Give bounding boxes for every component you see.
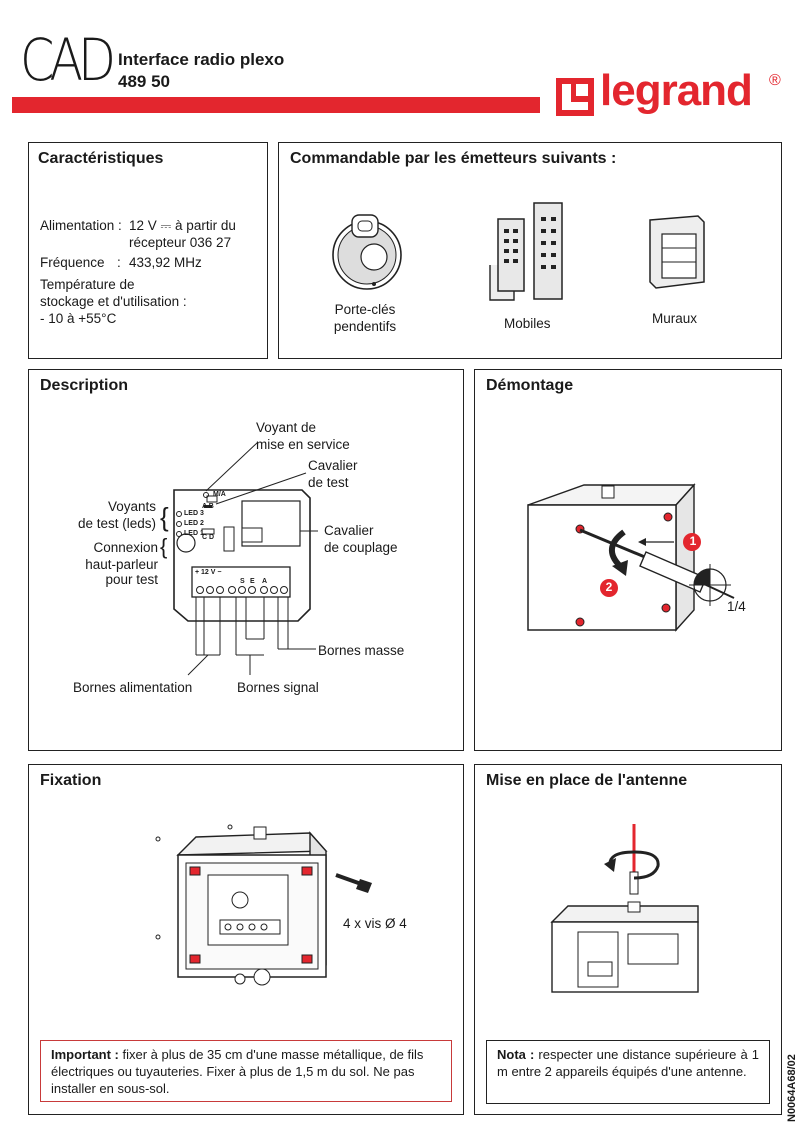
registered-mark: ® [769, 72, 781, 89]
legrand-logo-text: legrand [600, 66, 753, 115]
screws-label: 4 x vis Ø 4 [343, 916, 407, 931]
demontage-panel [474, 369, 782, 751]
document-code: N0064A68/02 [786, 1054, 798, 1122]
board-label-a: A [262, 578, 268, 585]
frequency-label: Fréquence [40, 255, 105, 270]
wall-label: Muraux [652, 311, 698, 326]
connexion-label-2: haut-parleur [85, 557, 158, 572]
frequency-value: 433,92 MHz [129, 255, 202, 270]
important-notice: Important : fixer à plus de 35 cm d'une … [40, 1040, 452, 1102]
keychain-label-1: Porte-clés [334, 302, 396, 317]
header-red-bar [12, 97, 540, 113]
demontage-title: Démontage [486, 377, 574, 394]
keychain-label-2: pendentifs [333, 319, 397, 334]
circuit-board-diagram [173, 441, 318, 676]
legrand-logo-mark [556, 78, 594, 116]
quarter-turn-label: 1/4 [727, 599, 746, 614]
bornes-alim-label: Bornes alimentation [73, 680, 193, 695]
connexion-label-1: Connexion [93, 540, 158, 555]
cavalier-coupl-label-2: de couplage [324, 540, 398, 555]
description-panel [28, 369, 464, 751]
voyant-label-2: mise en service [256, 437, 350, 452]
characteristics-title: Caractéristiques [38, 150, 164, 167]
antenna-illustration [550, 824, 699, 993]
nota-notice: Nota : respecter une distance supérieure… [486, 1040, 770, 1104]
board-label-12v: + 12 V − [195, 569, 222, 576]
product-reference: 489 50 [118, 72, 170, 91]
board-label-s: S [240, 578, 245, 585]
power-label: Alimentation : [40, 218, 122, 233]
power-value-1: 12 V ⎓ à partir du [129, 218, 236, 233]
board-label-ab: A B [202, 503, 214, 510]
antenna-title: Mise en place de l'antenne [486, 772, 688, 789]
fixation-illustration [155, 824, 372, 986]
description-title: Description [40, 377, 129, 394]
cad-logo-text: CAD [20, 26, 116, 94]
power-value-2: récepteur 036 27 [129, 235, 232, 250]
voyants-test-label-2: de test (leds) [77, 516, 156, 531]
board-label-e: E [250, 578, 255, 585]
characteristics-panel [28, 142, 268, 359]
board-label-led1: LED 1 [184, 530, 204, 537]
cavalier-test-label-2: de test [308, 475, 349, 490]
step-badge-2: 2 [605, 580, 613, 594]
temp-line-1: Température de [40, 277, 135, 292]
mobile-remote-illustration [489, 202, 563, 301]
product-name: Interface radio plexo [118, 50, 285, 69]
fixation-title: Fixation [40, 772, 102, 789]
board-label-led2: LED 2 [184, 520, 204, 527]
legrand-logo: legrand ® [556, 66, 796, 124]
voyant-label-1: Voyant de [256, 420, 317, 435]
demontage-illustration [527, 483, 735, 632]
voyants-brace: { [160, 502, 169, 532]
transmitters-title: Commandable par les émetteurs suivants : [290, 150, 617, 167]
step-badge-1: 1 [689, 534, 697, 548]
bornes-signal-label: Bornes signal [237, 680, 319, 695]
mobile-label: Mobiles [504, 316, 551, 331]
frequency-sep: : [117, 255, 121, 270]
temp-line-3: - 10 à +55°C [40, 311, 117, 326]
cavalier-coupl-label-1: Cavalier [324, 523, 374, 538]
connexion-brace: { [160, 534, 168, 559]
connexion-label-3: pour test [105, 572, 158, 587]
cad-logo: CAD [20, 26, 116, 100]
antenna-panel [474, 764, 782, 1115]
nota-label: Nota : [497, 1047, 535, 1062]
important-text: fixer à plus de 35 cm d'une masse métall… [51, 1047, 424, 1096]
fixation-panel [28, 764, 464, 1115]
keychain-remote-illustration [332, 214, 402, 290]
temp-line-2: stockage et d'utilisation : [40, 294, 187, 309]
voyants-test-label-1: Voyants [107, 499, 156, 514]
nota-text: respecter une distance supérieure à 1 m … [497, 1047, 759, 1079]
cavalier-test-label-1: Cavalier [308, 458, 358, 473]
board-label-cd: C D [202, 534, 215, 541]
board-label-ma: M/A [213, 491, 226, 498]
bornes-masse-label: Bornes masse [318, 643, 405, 658]
board-label-led3: LED 3 [184, 510, 204, 517]
wall-remote-illustration [649, 215, 705, 289]
transmitters-panel [278, 142, 782, 359]
important-label: Important : [51, 1047, 119, 1062]
